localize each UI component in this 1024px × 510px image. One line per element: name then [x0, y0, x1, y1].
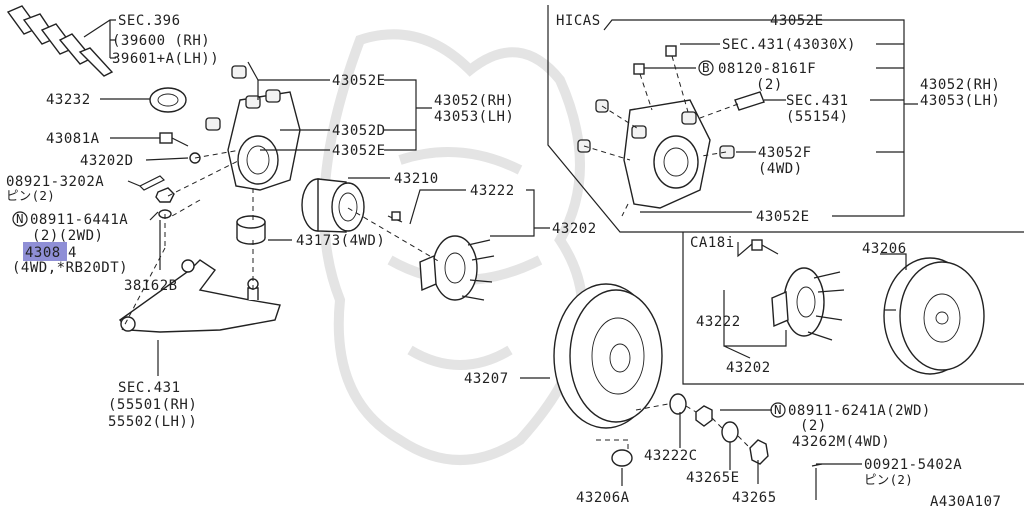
- label-4308-suffix: 4: [68, 245, 77, 261]
- label-43081a[interactable]: 43081A: [46, 131, 100, 147]
- label-43053-lh[interactable]: 43053(LH): [434, 109, 514, 125]
- label-ca18i-43202[interactable]: 43202: [726, 360, 771, 376]
- label-43222-left[interactable]: 43222: [470, 183, 515, 199]
- label-43265e[interactable]: 43265E: [686, 470, 740, 486]
- label-43222c[interactable]: 43222C: [644, 448, 698, 464]
- n-symbol-left: N: [12, 211, 28, 227]
- label-43206a[interactable]: 43206A: [576, 490, 630, 506]
- hicas-knuckle-part: [577, 45, 765, 217]
- label-hicas: HICAS: [556, 13, 601, 29]
- diagram-id: A430A107: [930, 494, 1001, 510]
- label-55501[interactable]: (55501(RH): [108, 397, 197, 413]
- label-08921-3202a[interactable]: 08921-3202A: [6, 174, 104, 190]
- bushing-part: [236, 215, 266, 245]
- cotter-pin-part: [138, 175, 166, 191]
- label-43210[interactable]: 43210: [394, 171, 439, 187]
- bolt-43081a-part: [159, 132, 189, 147]
- label-55154[interactable]: (55154): [786, 109, 849, 125]
- svg-text:B: B: [702, 60, 710, 75]
- svg-text:N: N: [16, 211, 24, 226]
- label-hicas-sec431-43030x[interactable]: SEC.431(43030X): [722, 37, 856, 53]
- drive-shaft-part: [6, 5, 114, 77]
- ca18i-hub-part: [751, 239, 845, 341]
- nuts-and-washers-part: [596, 393, 823, 500]
- label-ca18i-43222[interactable]: 43222: [696, 314, 741, 330]
- label-hicas-4wd: (4WD): [758, 161, 803, 177]
- label-sec396[interactable]: SEC.396: [118, 13, 181, 29]
- hub-bearing-part: [301, 178, 365, 233]
- label-08911-6441a[interactable]: 08911-6441A: [30, 212, 128, 228]
- label-pin-2-b: ピン(2): [864, 472, 913, 487]
- label-hicas-43052e-top[interactable]: 43052E: [770, 13, 824, 29]
- label-qty-2-b: (2): [800, 418, 827, 434]
- nut-part: [155, 187, 175, 219]
- brake-disc-part: [553, 283, 663, 429]
- label-08911-6241a[interactable]: 08911-6241A(2WD): [788, 403, 931, 419]
- label-43232[interactable]: 43232: [46, 92, 91, 108]
- leader-lines: [83, 19, 918, 486]
- label-43202-left[interactable]: 43202: [552, 221, 597, 237]
- brake-drum-part: [883, 257, 985, 375]
- label-43207[interactable]: 43207: [464, 371, 509, 387]
- label-39600[interactable]: (39600 (RH): [112, 33, 210, 49]
- label-43265[interactable]: 43265: [732, 490, 777, 506]
- label-43052e-mid[interactable]: 43052E: [332, 143, 386, 159]
- label-43206[interactable]: 43206: [862, 241, 907, 257]
- n-symbol-right: N: [770, 402, 786, 418]
- label-43052-rh[interactable]: 43052(RH): [434, 93, 514, 109]
- label-00921-5402a[interactable]: 00921-5402A: [864, 457, 962, 473]
- label-43262m-4wd[interactable]: 43262M(4WD): [792, 434, 890, 450]
- label-hicas-43052e-bottom[interactable]: 43052E: [756, 209, 810, 225]
- label-hicas-43053-lh[interactable]: 43053(LH): [920, 93, 1000, 109]
- assembly-line: [121, 149, 441, 331]
- label-43173-4wd[interactable]: 43173(4WD): [296, 233, 385, 249]
- label-4308-highlighted[interactable]: 4308: [25, 245, 61, 261]
- label-4wd-rb20dt: (4WD,*RB20DT): [12, 260, 128, 276]
- highlight-part-4308[interactable]: [23, 242, 67, 261]
- label-43052d[interactable]: 43052D: [332, 123, 386, 139]
- knuckle-part: [205, 65, 301, 191]
- label-hicas-43052-rh[interactable]: 43052(RH): [920, 77, 1000, 93]
- svg-text:N: N: [774, 402, 782, 417]
- label-pin-2-a: ピン(2): [6, 188, 55, 203]
- label-39601[interactable]: 39601+A(LH)): [112, 51, 219, 67]
- label-43202d[interactable]: 43202D: [80, 153, 134, 169]
- label-55502[interactable]: 55502(LH)): [108, 414, 197, 430]
- axle-hub-part: [387, 211, 495, 301]
- ca18i-box-border: [682, 232, 1024, 385]
- hicas-box-border: [547, 5, 1024, 233]
- label-sec431-left[interactable]: SEC.431: [118, 380, 181, 396]
- label-hicas-qty-2: (2): [756, 77, 783, 93]
- label-38162b[interactable]: 38162B: [124, 278, 178, 294]
- b-symbol: B: [698, 60, 714, 76]
- label-qty-2-2wd: (2)(2WD): [32, 228, 103, 244]
- lower-arm-part: [118, 259, 281, 333]
- label-08120-8161f[interactable]: 08120-8161F: [718, 61, 816, 77]
- seal-part: [149, 87, 187, 113]
- label-hicas-sec431[interactable]: SEC.431: [786, 93, 849, 109]
- label-43052e-top[interactable]: 43052E: [332, 73, 386, 89]
- label-43052f[interactable]: 43052F: [758, 145, 812, 161]
- label-ca18i: CA18i: [690, 235, 735, 251]
